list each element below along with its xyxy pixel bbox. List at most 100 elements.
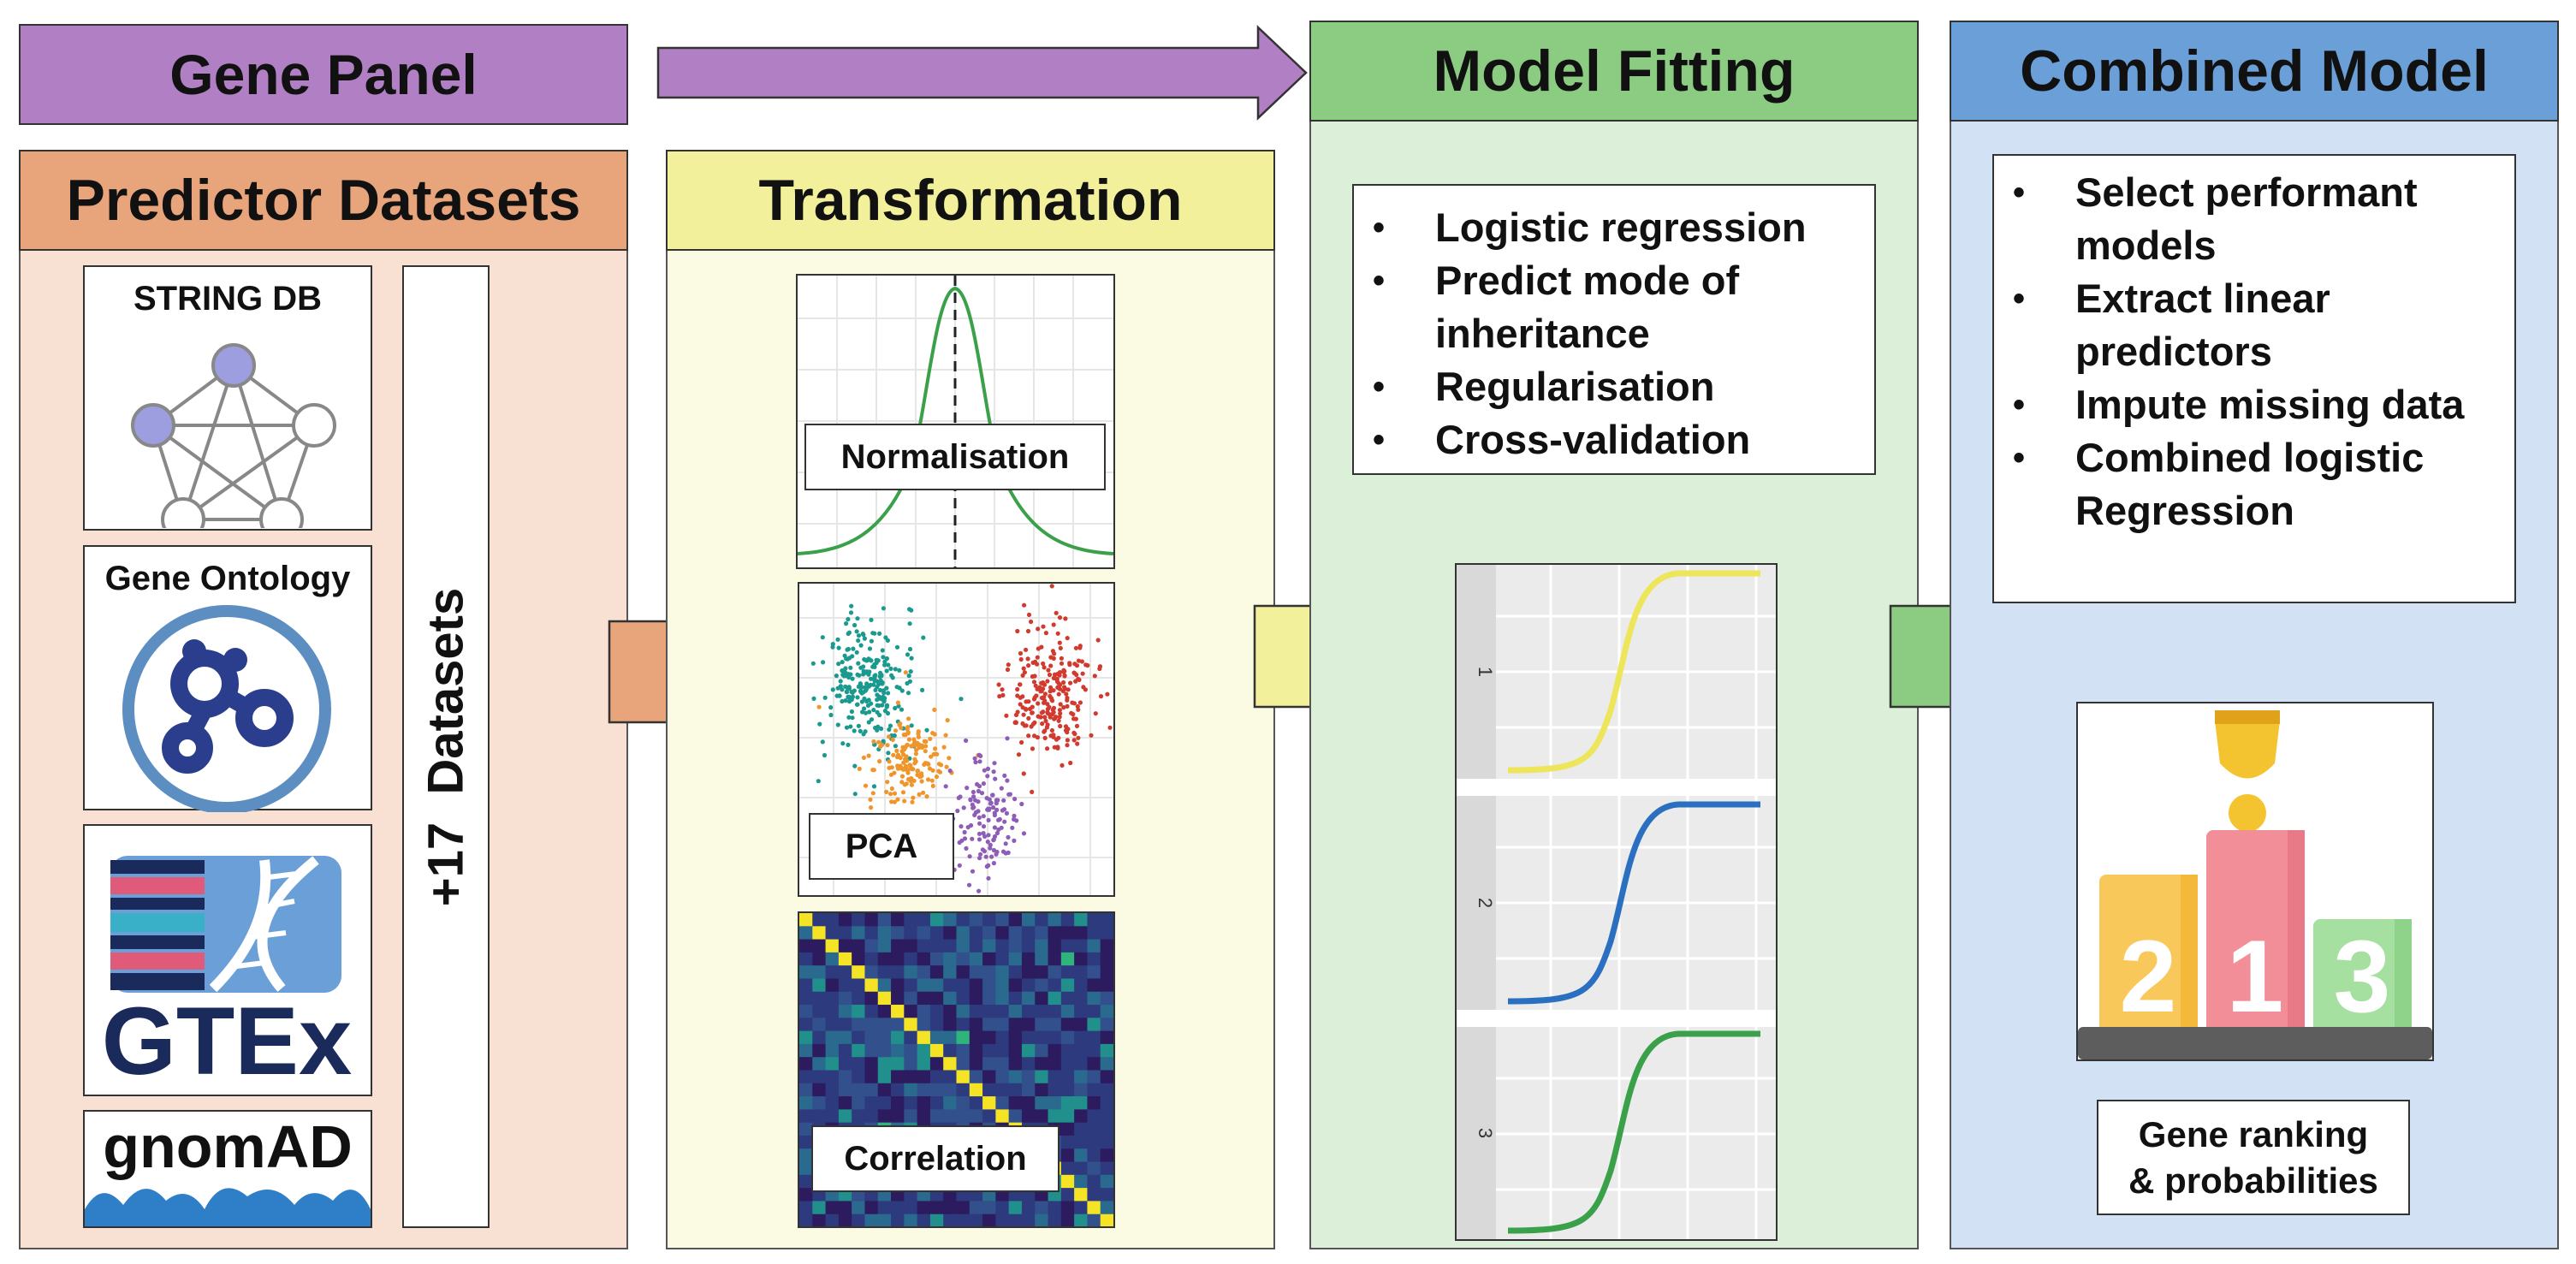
heatmap-cell [1087, 1161, 1101, 1176]
pca-point [871, 708, 876, 713]
pca-label: PCA [809, 813, 954, 880]
heatmap-cell [1060, 1109, 1075, 1124]
heatmap-cell [1035, 965, 1049, 979]
heatmap-cell [995, 926, 1010, 941]
pca-point [890, 737, 895, 742]
heatmap-cell [838, 965, 852, 979]
heatmap-cell [825, 1057, 840, 1071]
heatmap-cell [956, 1018, 970, 1032]
pca-point [973, 810, 978, 815]
podium-number-2: 2 [2120, 919, 2177, 1034]
pca-point [1051, 622, 1056, 627]
pca-point [875, 697, 880, 703]
pca-point [1030, 710, 1035, 715]
pca-point [849, 709, 854, 715]
pca-point [1048, 733, 1054, 739]
heatmap-cell [838, 1030, 852, 1045]
pca-point [848, 724, 853, 729]
pca-point [856, 723, 861, 728]
normalisation-label: Normalisation [804, 424, 1106, 490]
pca-point [915, 768, 921, 774]
heatmap-cell [969, 1214, 983, 1226]
heatmap-cell [864, 1109, 879, 1124]
pca-point [968, 798, 973, 803]
heatmap-cell [1048, 1070, 1062, 1084]
pca-point [887, 723, 893, 728]
heatmap-cell [864, 1018, 879, 1032]
heatmap-cell [799, 1214, 813, 1226]
heatmap-cell [812, 1043, 827, 1058]
heatmap-cell [1100, 1070, 1113, 1084]
heatmap-cell [799, 1188, 813, 1202]
heatmap-cell [1100, 1057, 1113, 1071]
heatmap-cell [904, 913, 918, 927]
pca-point [1059, 656, 1064, 661]
pca-point [995, 798, 1000, 803]
pca-point [962, 829, 967, 835]
heatmap-cell [956, 939, 970, 953]
pca-point [885, 780, 890, 785]
heatmap-cell [838, 926, 852, 941]
pca-point [922, 762, 927, 767]
heatmap-cell [969, 991, 983, 1006]
heatmap-cell [1060, 1214, 1075, 1226]
heatmap-cell [1060, 1096, 1075, 1110]
heatmap-cell [1048, 1201, 1062, 1215]
heatmap-cell [982, 1214, 996, 1226]
pca-point [1080, 671, 1085, 676]
pca-point [1075, 741, 1080, 746]
pca-point [886, 662, 891, 668]
heatmap-cell [1008, 952, 1023, 966]
gene-ontology-logo [122, 605, 331, 812]
heatmap-cell [969, 1201, 983, 1215]
pca-point [1044, 725, 1049, 730]
pca-point [986, 875, 991, 881]
heatmap-cell [1100, 1161, 1113, 1176]
heatmap-cell [904, 1201, 918, 1215]
pca-point [1020, 721, 1025, 727]
heatmap-cell [852, 1005, 865, 1018]
pca-point [892, 791, 898, 796]
combined-model-title: Combined Model [2020, 39, 2489, 104]
heatmap-cell [1060, 1043, 1075, 1058]
heatmap-cell [1074, 1030, 1088, 1045]
pca-point [872, 675, 877, 680]
pca-point [885, 638, 890, 643]
heatmap-cell [929, 1096, 944, 1110]
pca-point [1022, 602, 1027, 608]
pca-point [976, 831, 982, 836]
heatmap-cell [1100, 1135, 1113, 1149]
heatmap-cell [956, 1057, 970, 1071]
pca-point [993, 776, 998, 781]
heatmap-cell [929, 1214, 944, 1226]
pca-point [894, 748, 899, 753]
heatmap-cell [1060, 1135, 1075, 1149]
heatmap-cell [943, 1005, 957, 1018]
pca-point [1058, 702, 1063, 707]
model-fitting-bullet-2: Predict mode of inheritance [1354, 254, 1874, 360]
pca-point [1002, 819, 1007, 824]
heatmap-cell [891, 1109, 905, 1124]
pca-point [1039, 695, 1045, 701]
heatmap-cell [1074, 1057, 1088, 1071]
heatmap-cell [864, 978, 879, 993]
heatmap-cell [917, 1005, 931, 1018]
pca-point [1072, 732, 1077, 737]
pca-point [997, 816, 1002, 822]
heatmap-cell [969, 1057, 983, 1071]
pca-point [867, 709, 872, 715]
pca-point [840, 660, 845, 665]
pca-point [981, 824, 987, 829]
heatmap-cell [891, 1083, 905, 1097]
pca-point [858, 728, 863, 733]
heatmap-cell [891, 1018, 905, 1032]
pca-point [1021, 771, 1026, 776]
pca-point [884, 668, 889, 674]
heatmap-cell [1008, 1109, 1023, 1124]
heatmap-cell [825, 1109, 840, 1124]
pca-point [889, 765, 894, 770]
heatmap-cell [1074, 1148, 1088, 1163]
heatmap-cell [1035, 1201, 1049, 1215]
heatmap-cell [956, 1005, 970, 1018]
heatmap-cell [1048, 1057, 1062, 1071]
